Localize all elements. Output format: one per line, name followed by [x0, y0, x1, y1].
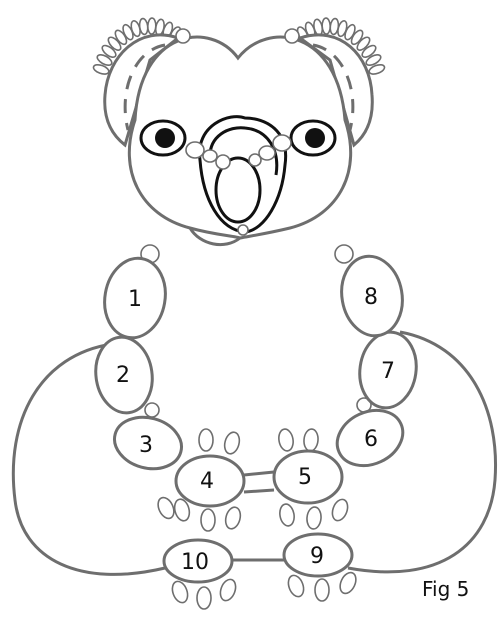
- petal: [199, 429, 213, 451]
- piece-10: 10: [164, 540, 232, 582]
- piece-9: 9: [284, 534, 352, 576]
- right-eye: [291, 121, 335, 155]
- petal: [337, 570, 359, 596]
- petal: [148, 18, 157, 34]
- piece-10-label: 10: [181, 550, 209, 575]
- figure-caption: Fig 5: [422, 577, 469, 601]
- piece-3-label: 3: [139, 433, 153, 458]
- petal: [286, 573, 307, 598]
- petal: [223, 506, 242, 531]
- piece-4: 4: [176, 456, 244, 506]
- left-eye: [141, 121, 185, 155]
- petal: [197, 587, 211, 609]
- petal: [155, 495, 177, 521]
- piece-7-label: 7: [381, 359, 395, 384]
- piece-1: 1: [99, 253, 172, 342]
- piece-4-label: 4: [200, 469, 214, 494]
- petal: [306, 506, 322, 529]
- petal: [330, 497, 351, 522]
- petal: [322, 18, 331, 34]
- connector-4-5: [244, 472, 274, 492]
- piece-3: 3: [109, 410, 188, 476]
- piece-1-label: 1: [128, 287, 142, 312]
- petal: [315, 579, 329, 601]
- petal: [222, 431, 241, 456]
- piece-6-label: 6: [364, 427, 378, 452]
- left-ear-connector: [176, 29, 190, 43]
- connector-right-neck: [335, 245, 353, 263]
- piece-9-label: 9: [310, 544, 324, 569]
- piece-8: 8: [336, 251, 409, 340]
- petal: [218, 577, 239, 602]
- piece-2-label: 2: [116, 363, 130, 388]
- right-ear-connector: [285, 29, 299, 43]
- piece-8-label: 8: [364, 285, 378, 310]
- piece-5-label: 5: [298, 465, 312, 490]
- petal: [170, 579, 191, 604]
- petal: [278, 503, 296, 527]
- petal: [303, 428, 319, 451]
- piece-5: 5: [274, 451, 342, 503]
- petal: [277, 428, 295, 452]
- connector-left-mid: [145, 403, 159, 417]
- petal: [201, 509, 215, 531]
- body-outline: [13, 332, 495, 574]
- piece-6: 6: [328, 400, 412, 476]
